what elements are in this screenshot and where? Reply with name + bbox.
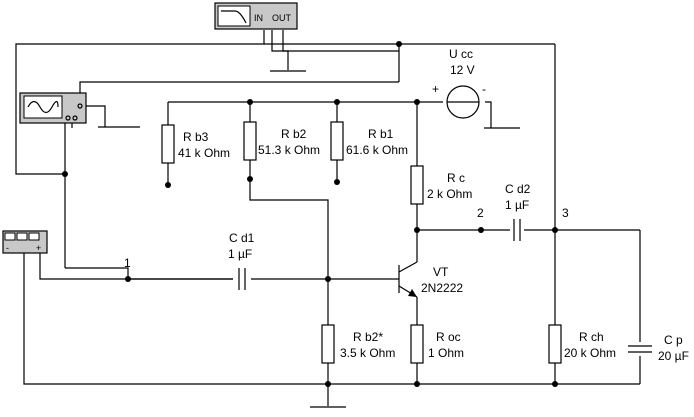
rb3-name: R b3: [183, 130, 209, 144]
resistor-rch: R ch 20 k Ohm: [548, 324, 616, 364]
resistor-rb2-star: R b2* 3.5 k Ohm: [321, 324, 395, 364]
rb3-value: 41 k Ohm: [178, 146, 230, 160]
rb2-value: 51.3 k Ohm: [258, 143, 320, 157]
multimeter-minus: -: [6, 243, 9, 253]
bode-plotter[interactable]: IN OUT: [214, 2, 298, 30]
vt-name: VT: [433, 265, 449, 279]
supply-ucc: U cc 12 V + -: [432, 47, 486, 119]
cd1-value: 1 µF: [228, 247, 252, 261]
cd2-name: C d2: [505, 182, 531, 196]
resistor-rb1: R b1 61.6 k Ohm: [330, 121, 408, 161]
node-label-2: 2: [477, 206, 484, 220]
supply-value: 12 V: [450, 63, 475, 77]
cd2-value: 1 µF: [505, 198, 529, 212]
resistor-rb2: R b2 51.3 k Ohm: [243, 121, 320, 161]
resistor-rc: R c 2 k Ohm: [410, 165, 472, 205]
cp-name: C p: [664, 333, 683, 347]
rb2s-name: R b2*: [353, 330, 383, 344]
vt-value: 2N2222: [421, 281, 463, 295]
bode-in-label: IN: [254, 13, 263, 23]
capacitor-cd1: C d1 1 µF: [228, 231, 255, 290]
cd1-name: C d1: [229, 231, 255, 245]
rb1-value: 61.6 k Ohm: [346, 143, 408, 157]
supply-name: U cc: [449, 47, 473, 61]
capacitor-cp: C p 20 µF: [628, 333, 689, 363]
bode-out-label: OUT: [272, 13, 292, 23]
resistor-roc: R oc 1 Ohm: [410, 324, 464, 364]
rc-value: 2 k Ohm: [427, 187, 472, 201]
rb1-name: R b1: [368, 127, 394, 141]
junction-dots: [62, 41, 558, 387]
rc-name: R c: [447, 171, 465, 185]
rch-value: 20 k Ohm: [564, 346, 616, 360]
wires: [15, 30, 641, 406]
supply-minus: -: [482, 82, 486, 96]
function-generator[interactable]: [19, 92, 87, 124]
ground-symbols: [98, 70, 520, 408]
capacitor-cd2: C d2 1 µF: [505, 182, 531, 241]
roc-value: 1 Ohm: [428, 346, 464, 360]
multimeter[interactable]: - +: [2, 230, 48, 254]
transistor-vt: VT 2N2222: [398, 261, 463, 298]
supply-plus: +: [432, 82, 439, 96]
rb2s-value: 3.5 k Ohm: [340, 346, 395, 360]
multimeter-plus: +: [36, 243, 41, 253]
cp-value: 20 µF: [658, 349, 689, 363]
node-label-1: 1: [124, 256, 131, 270]
rb2-name: R b2: [281, 127, 307, 141]
node-label-3: 3: [562, 206, 569, 220]
resistor-rb3: R b3 41 k Ohm: [161, 124, 230, 164]
roc-name: R oc: [436, 330, 461, 344]
rch-name: R ch: [579, 330, 604, 344]
